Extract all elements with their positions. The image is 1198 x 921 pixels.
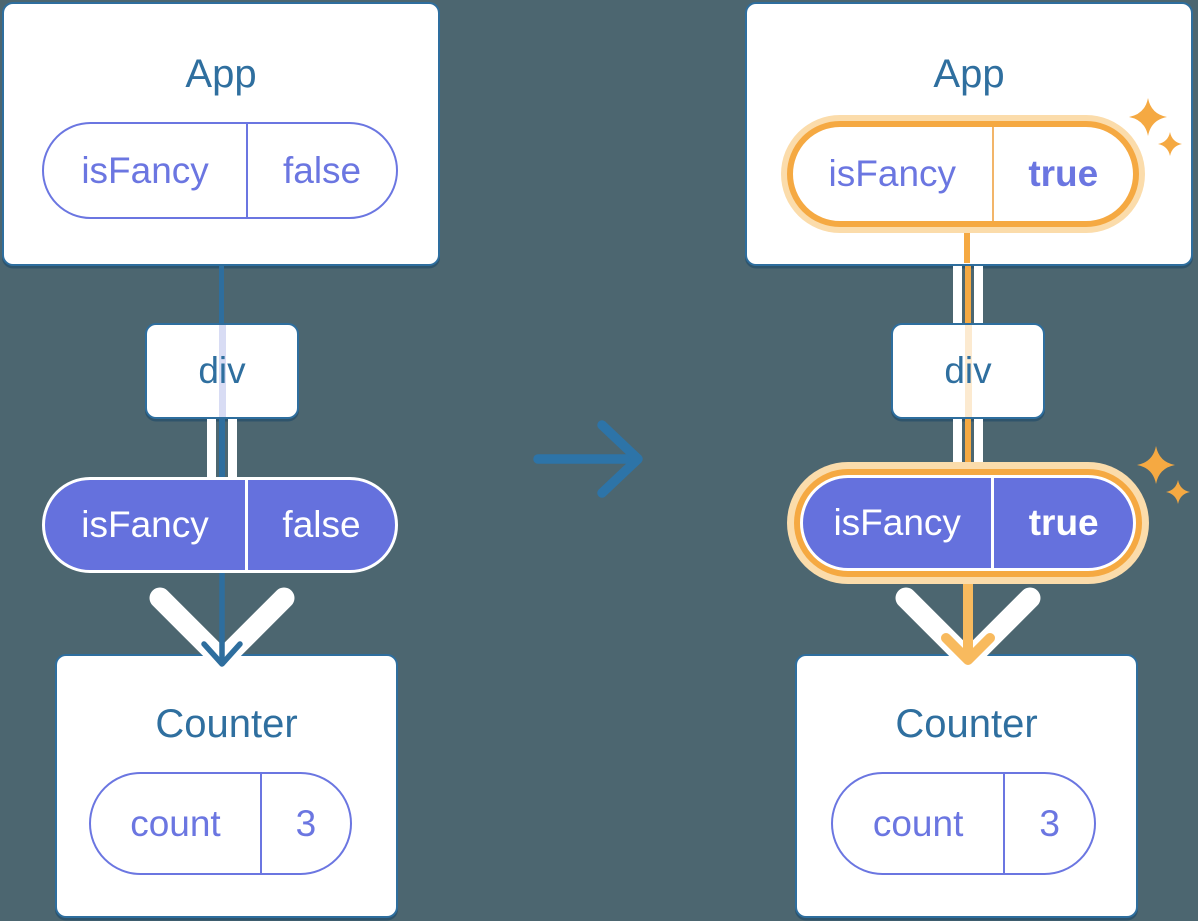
passed-prop-pill-after: isFancy true	[800, 475, 1136, 571]
sparkle-icon	[1166, 480, 1190, 504]
prop-value: true	[1028, 153, 1099, 194]
app-box-after: App isFancy true	[745, 2, 1193, 266]
counter-box-before: Counter count 3	[55, 654, 398, 918]
sparkle-icon	[1137, 446, 1175, 484]
sparkles-icon	[1137, 446, 1190, 504]
prop-flow-arrow-after	[895, 563, 1041, 671]
prop-pass-stripe-before	[218, 325, 226, 417]
app-title: App	[933, 52, 1005, 96]
state-name: count	[91, 774, 262, 873]
prop-value: false	[282, 504, 361, 545]
state-value: 3	[295, 802, 317, 844]
pipe-center-line	[965, 419, 971, 467]
prop-name: isFancy	[44, 124, 249, 217]
counter-title: Counter	[895, 702, 1038, 746]
div-box-before: div	[145, 323, 299, 419]
div-label: div	[944, 350, 992, 391]
prop-pass-stripe-after	[964, 325, 972, 417]
sparkles-icon	[1129, 98, 1182, 156]
pipe-white-bar	[953, 266, 962, 324]
counter-title: Counter	[155, 702, 298, 746]
state-name: count	[833, 774, 1006, 873]
arrow-head-icon	[201, 641, 243, 667]
sparkle-icon	[1129, 98, 1167, 136]
pipe-white-bar	[953, 419, 962, 467]
prop-pipe-app-div-after	[953, 266, 983, 324]
prop-name: isFancy	[793, 127, 994, 221]
div-box-after: div	[891, 323, 1045, 419]
arrow-head-icon	[941, 633, 995, 665]
app-title: App	[185, 52, 257, 96]
div-label: div	[198, 350, 246, 391]
pipe-center-line	[219, 419, 225, 481]
transition-arrow-icon	[533, 420, 643, 498]
arrow-head-icon	[597, 420, 643, 498]
prop-pipe-after	[953, 419, 983, 467]
pipe-white-bar	[974, 419, 983, 467]
counter-state-pill-before: count 3	[89, 772, 352, 875]
prop-flow-arrow-before	[149, 565, 295, 671]
state-value: 3	[1039, 802, 1060, 844]
app-box-before: App isFancy false	[2, 2, 440, 266]
prop-name: isFancy	[803, 478, 995, 568]
sparkle-icon	[1158, 132, 1182, 156]
pipe-white-bar	[228, 419, 237, 481]
app-prop-pill-after: isFancy true	[787, 121, 1139, 227]
prop-value: true	[1028, 502, 1099, 543]
pipe-white-bar	[974, 266, 983, 324]
prop-pipe-before	[207, 419, 237, 481]
pipe-center-line	[965, 266, 971, 324]
prop-line-app-after	[964, 222, 970, 263]
passed-prop-pill-before: isFancy false	[42, 477, 398, 573]
counter-box-after: Counter count 3	[795, 654, 1138, 918]
prop-name: isFancy	[45, 480, 248, 570]
tree-edge-app-div-before	[219, 266, 224, 325]
prop-value: false	[282, 149, 362, 191]
counter-state-pill-after: count 3	[831, 772, 1096, 875]
app-prop-pill-before: isFancy false	[42, 122, 398, 219]
pipe-white-bar	[207, 419, 216, 481]
